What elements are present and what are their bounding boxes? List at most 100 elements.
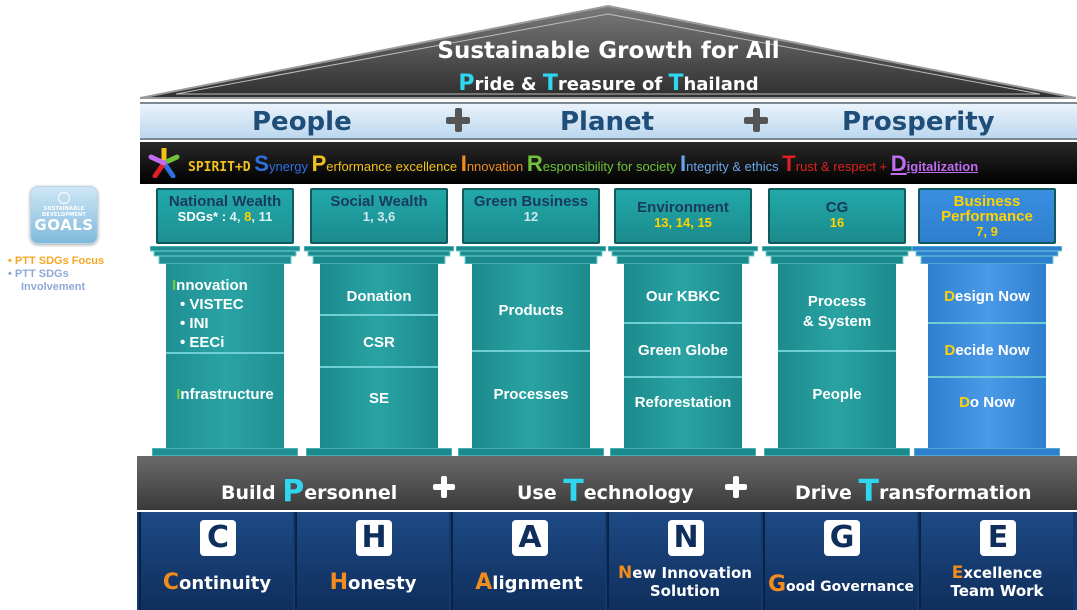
legend-involvement-1: • PTT SDGs [8, 268, 69, 280]
decision-label: Do Now [959, 394, 1015, 411]
roof-subtitle: Pride & Treasure of Thailand [458, 71, 759, 96]
decision-label: Design Now [944, 288, 1030, 305]
pillar-plinth-top [150, 246, 300, 264]
value-item: Performance excellence [311, 151, 458, 176]
pillar-title: Business Performance [941, 193, 1033, 225]
pillar-base [764, 448, 910, 456]
innovation-bullet: • VISTEC [180, 296, 244, 313]
change-value-label: Alignment [475, 570, 583, 595]
values-text: SPIRIT+D Synergy Performance excellence … [188, 151, 978, 177]
shaft-divider [320, 314, 438, 316]
spirit-prefix: SPIRIT+D [188, 160, 251, 175]
letter-tile: G [824, 520, 860, 556]
change-value-g: G Good Governance [763, 512, 917, 610]
csr-label: CSR [363, 334, 395, 351]
foundation-band: Build Personnel Use Technology Drive Tra… [137, 456, 1077, 510]
pillar-sdgs: 7, 9 [976, 224, 998, 239]
shaft-divider [624, 322, 742, 324]
values-items: Synergy Performance excellence Innovatio… [254, 151, 979, 176]
plus-icon [433, 476, 455, 498]
drive-transformation: Drive Transformation [795, 474, 1032, 509]
use-technology: Use Technology [517, 474, 694, 509]
donation-label: Donation [346, 288, 412, 305]
pillar-plinth-top [912, 246, 1062, 264]
value-item: Trust & respect + [782, 151, 891, 176]
pillar-title: National Wealth [168, 193, 282, 210]
pillar-title: Social Wealth [330, 193, 428, 210]
letter-tile: A [512, 520, 548, 556]
pillar-sdgs: 16 [829, 215, 845, 230]
roof-title: Sustainable Growth for All [437, 38, 780, 64]
innovation-bullet: • EECi [180, 334, 225, 351]
legend-focus: • PTT SDGs Focus [8, 255, 105, 267]
value-item: Integrity & ethics [680, 151, 779, 176]
pillar-title: Environment [637, 199, 729, 216]
pillar-title: CG [825, 199, 849, 216]
processes-label: Processes [493, 386, 569, 403]
letter-tile: H [356, 520, 392, 556]
our-kbkc-label: Our KBKC [645, 288, 721, 305]
pillar-base [610, 448, 756, 456]
letter-tile: E [980, 520, 1016, 556]
build-personnel: Build Personnel [221, 474, 398, 509]
value-item: Innovation [460, 151, 524, 176]
pillar-base [458, 448, 604, 456]
spirit-values-band: SPIRIT+D Synergy Performance excellence … [140, 142, 1077, 184]
pillar-base [152, 448, 298, 456]
change-value-h: H Honesty [295, 512, 449, 610]
value-item: Digitalization [890, 151, 979, 176]
people-label: People [252, 107, 352, 137]
un-globe-icon [58, 192, 70, 204]
planet-label: Planet [560, 107, 655, 137]
pillar-sdgs: 13, 14, 15 [654, 215, 712, 230]
infrastructure-label: Infrastructure [176, 386, 274, 403]
change-value-a: A Alignment [451, 512, 605, 610]
roof-pediment [140, 4, 1077, 99]
shaft-divider [778, 350, 896, 352]
reforestation-label: Reforestation [634, 394, 732, 411]
change-value-label: Continuity [162, 570, 272, 595]
sdg-logo-main-text: GOALS [34, 216, 94, 234]
letter-tile: C [200, 520, 236, 556]
pillar-title: Green Business [473, 193, 589, 210]
sdg-logo-top-text: SUSTAINABLE DEVELOPMENT [42, 206, 86, 218]
pillar-plinth-top [304, 246, 454, 264]
shaft-divider [320, 366, 438, 368]
plus-icon [446, 108, 470, 132]
pillar-base [306, 448, 452, 456]
products-label: Products [498, 302, 564, 319]
pillar-plinth-top [456, 246, 606, 264]
shaft-divider [472, 350, 590, 352]
legend-involvement-2: Involvement [21, 281, 86, 293]
change-value-label: Honesty [329, 570, 417, 595]
pillar-sdgs: 12 [523, 209, 539, 224]
people-shaft-label: People [812, 386, 862, 403]
shaft-divider [166, 352, 284, 354]
value-item: Responsibility for society [526, 151, 677, 176]
innovation-block: Innovation• VISTEC• INI• EECi [166, 276, 284, 352]
pillar-plinth-top [608, 246, 758, 264]
se-label: SE [368, 390, 389, 407]
shaft-divider [928, 322, 1046, 324]
ppp-band: People Planet Prosperity [140, 102, 1077, 140]
sdg-goals-logo: SUSTAINABLE DEVELOPMENT GOALS [30, 186, 98, 244]
change-value-label: Good Governance [767, 572, 914, 597]
plus-icon [744, 108, 768, 132]
shaft-divider [624, 376, 742, 378]
